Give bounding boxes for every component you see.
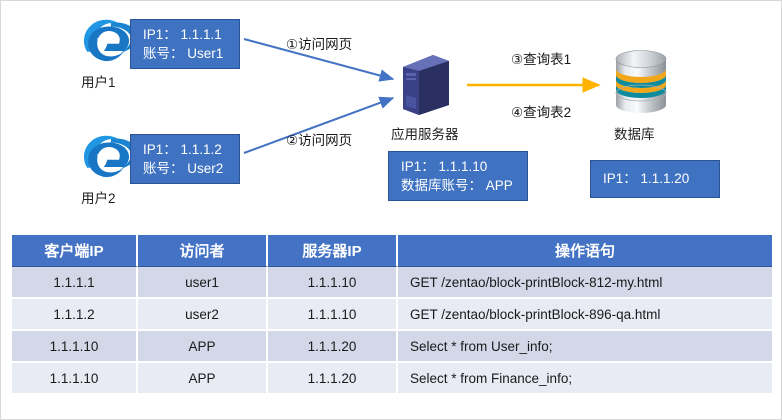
- cell-visitor: APP: [138, 331, 268, 363]
- arrow-flow-2: [243, 96, 395, 154]
- column-header-visitor[interactable]: 访问者: [138, 235, 268, 267]
- client-2-ip: IP1： 1.1.1.2: [143, 142, 222, 157]
- server-tower-icon: [395, 51, 451, 115]
- column-header-statement[interactable]: 操作语句: [398, 235, 772, 267]
- flow-3-label: ③查询表1: [511, 52, 572, 67]
- client-1-ip: IP1： 1.1.1.1: [143, 27, 222, 42]
- flow-1-label: ①访问网页: [286, 37, 353, 52]
- flow-4-label: ④查询表2: [511, 105, 572, 120]
- cell-statement: GET /zentao/block-printBlock-896-qa.html: [398, 299, 772, 331]
- table-row: 1.1.1.2 user2 1.1.1.10 GET /zentao/block…: [12, 299, 772, 331]
- flow-2-label: ②访问网页: [286, 133, 353, 148]
- cell-statement: Select * from User_info;: [398, 331, 772, 363]
- cell-server-ip: 1.1.1.10: [268, 299, 398, 331]
- table-header-row: 客户端IP 访问者 服务器IP 操作语句: [12, 235, 772, 267]
- cell-visitor: user2: [138, 299, 268, 331]
- cell-visitor: user1: [138, 267, 268, 299]
- cell-client-ip: 1.1.1.10: [12, 363, 138, 395]
- database-cylinder-icon: [612, 49, 670, 115]
- app-server-caption: 应用服务器: [391, 127, 459, 142]
- table-row: 1.1.1.10 APP 1.1.1.20 Select * from User…: [12, 331, 772, 363]
- client-2-account: 账号： User2: [143, 161, 224, 176]
- arrow-flow-1: [243, 37, 395, 82]
- cell-client-ip: 1.1.1.10: [12, 331, 138, 363]
- flow-arrows: [243, 37, 601, 154]
- cell-client-ip: 1.1.1.2: [12, 299, 138, 331]
- cell-statement: Select * from Finance_info;: [398, 363, 772, 395]
- cell-client-ip: 1.1.1.1: [12, 267, 138, 299]
- cell-server-ip: 1.1.1.10: [268, 267, 398, 299]
- column-header-server-ip[interactable]: 服务器IP: [268, 235, 398, 267]
- app-server-ip: IP1： 1.1.1.10: [401, 159, 488, 174]
- database-ip: IP1： 1.1.1.20: [603, 171, 690, 186]
- client-1-account: 账号： User1: [143, 46, 224, 61]
- app-server-info-box: IP1： 1.1.1.10 数据库账号： APP: [388, 151, 528, 201]
- cell-server-ip: 1.1.1.20: [268, 363, 398, 395]
- architecture-diagram: 用户1 IP1： 1.1.1.1 账号： User1 用户2 IP1： 1.1.…: [1, 1, 781, 226]
- column-header-client-ip[interactable]: 客户端IP: [12, 235, 138, 267]
- client-2-info-box: IP1： 1.1.1.2 账号： User2: [130, 134, 240, 184]
- client-2-caption: 用户2: [81, 191, 116, 206]
- database-info-box: IP1： 1.1.1.20: [590, 160, 720, 198]
- table-row: 1.1.1.1 user1 1.1.1.10 GET /zentao/block…: [12, 267, 772, 299]
- table-row: 1.1.1.10 APP 1.1.1.20 Select * from Fina…: [12, 363, 772, 395]
- app-server-db-account: 数据库账号： APP: [401, 178, 513, 193]
- client-1-caption: 用户1: [81, 75, 116, 90]
- cell-visitor: APP: [138, 363, 268, 395]
- client-1-info-box: IP1： 1.1.1.1 账号： User1: [130, 19, 240, 69]
- cell-server-ip: 1.1.1.20: [268, 331, 398, 363]
- database-caption: 数据库: [614, 127, 655, 142]
- access-log-table: 客户端IP 访问者 服务器IP 操作语句 1.1.1.1 user1 1.1.1…: [12, 235, 772, 395]
- cell-statement: GET /zentao/block-printBlock-812-my.html: [398, 267, 772, 299]
